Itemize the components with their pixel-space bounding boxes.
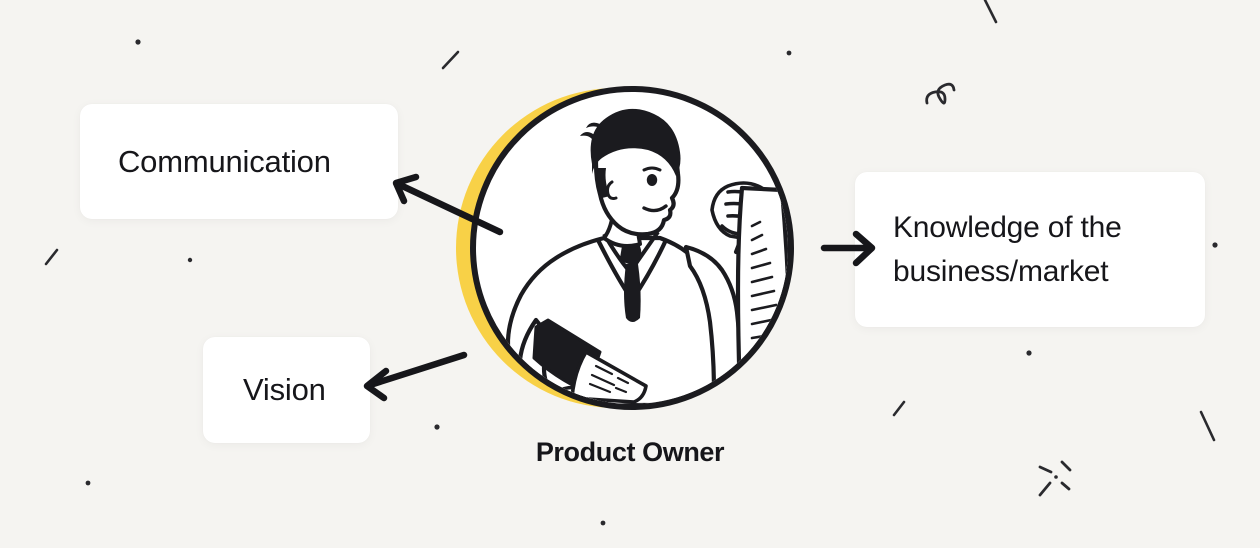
hand-under-laptop	[553, 385, 605, 404]
scroll-text-lines	[750, 220, 778, 404]
collar-and-neckline	[596, 230, 668, 303]
arrow-to-vision	[363, 351, 468, 402]
arrow-shaft	[394, 180, 504, 236]
slash-decoration	[983, 0, 998, 24]
keyboard-keys	[588, 364, 630, 394]
mouth	[642, 204, 668, 213]
dot-decoration	[135, 39, 141, 45]
squiggle-decoration	[925, 82, 956, 105]
v-neck	[596, 239, 668, 303]
dot-decoration	[1212, 242, 1218, 248]
hand-shape	[710, 181, 777, 240]
laptop-keyboard	[570, 350, 648, 404]
arm-sleeve	[683, 244, 744, 395]
belt	[559, 398, 715, 404]
eye	[646, 174, 658, 186]
head	[580, 108, 681, 237]
slash-decoration	[441, 50, 460, 70]
tie-knot	[620, 242, 642, 265]
face-profile	[593, 117, 681, 237]
sparkle-center	[1054, 475, 1058, 479]
eyebrow	[642, 166, 662, 172]
circle-outline	[470, 86, 794, 410]
center-caption: Product Owner	[535, 437, 725, 467]
attribute-label-vision: Vision	[243, 372, 326, 407]
hand-gripping-scroll	[710, 181, 777, 240]
circle-fill	[473, 89, 791, 407]
raised-arm	[683, 203, 773, 395]
sparkle-ray	[1038, 481, 1052, 497]
tie-body	[624, 264, 641, 322]
dot-decoration	[600, 520, 606, 526]
belt-loop	[636, 409, 649, 418]
belt-loop	[672, 406, 686, 415]
forearm	[733, 203, 773, 255]
sparkle-ray	[1060, 481, 1071, 491]
slash-decoration	[892, 400, 906, 417]
attribute-label-communication: Communication	[118, 143, 331, 179]
arrow-head	[392, 173, 420, 205]
forearm-sleeve	[517, 317, 575, 404]
dot-decoration	[85, 480, 91, 486]
accent-crescent	[456, 88, 776, 408]
person-illustration	[505, 108, 788, 418]
laptop-arm	[517, 317, 605, 414]
attribute-card-knowledge[interactable]: Knowledge of the business/market	[855, 172, 1205, 327]
finger-line	[568, 408, 588, 414]
hair	[590, 108, 681, 176]
thumb-line	[720, 224, 744, 236]
finger-line	[726, 214, 756, 222]
attribute-card-communication[interactable]: Communication	[80, 104, 398, 219]
laptop-screen	[532, 318, 602, 394]
belt-loop	[606, 407, 626, 416]
finger-line	[726, 189, 756, 198]
arrow-to-communication	[392, 173, 504, 236]
belt-loop	[576, 406, 598, 415]
attribute-card-vision[interactable]: Vision	[203, 337, 370, 443]
sparkle-decoration	[1038, 460, 1072, 497]
ear	[606, 180, 618, 200]
sweater-body	[505, 235, 719, 404]
slash-decoration	[44, 248, 59, 266]
necktie	[620, 242, 642, 322]
dot-decoration	[187, 257, 193, 263]
hair-tuft	[580, 132, 596, 142]
attribute-label-knowledge: Knowledge of the business/market	[893, 210, 1122, 288]
slash-decoration	[1199, 410, 1216, 442]
finger-line	[724, 201, 758, 210]
hair-tuft	[586, 122, 602, 130]
scroll-paper	[735, 185, 788, 404]
arrow-shaft	[366, 351, 468, 389]
shirt-collar	[602, 230, 660, 276]
neck-shape	[602, 200, 642, 248]
sparkle-ray	[1038, 465, 1053, 474]
squiggle-stroke	[925, 82, 956, 105]
sparkle-ray	[1060, 460, 1072, 472]
dot-decoration	[1026, 350, 1032, 356]
arrows	[363, 173, 876, 402]
neck	[602, 200, 642, 248]
sweater	[505, 235, 719, 404]
scroll-checklist	[735, 185, 788, 404]
finger-line	[565, 398, 591, 404]
dot-decoration	[786, 50, 792, 56]
dot-decoration	[434, 424, 440, 430]
laptop	[532, 318, 648, 404]
sideburn	[597, 168, 610, 198]
